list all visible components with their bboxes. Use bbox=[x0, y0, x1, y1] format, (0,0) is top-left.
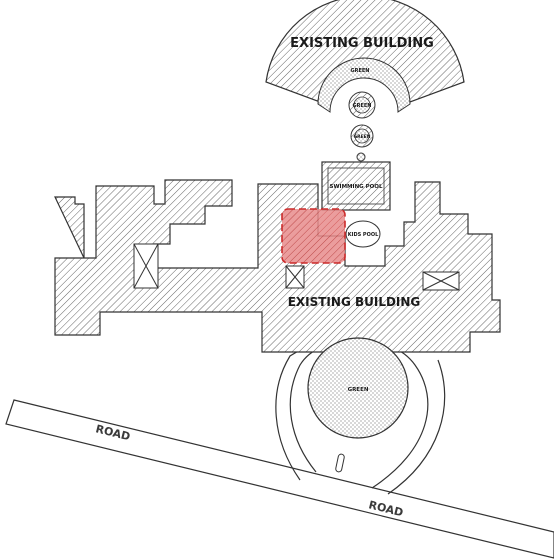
roundabout-green bbox=[307, 337, 409, 439]
existing-building-top-label: EXISTING BUILDING bbox=[290, 36, 434, 51]
green-circles: GREEN GREEN bbox=[348, 91, 376, 162]
arc-building bbox=[265, 0, 465, 103]
arc-green bbox=[317, 57, 411, 113]
swimming-pool-label: SWIMMING POOL bbox=[330, 184, 383, 190]
median-island bbox=[335, 453, 345, 473]
road-loop-outer bbox=[275, 349, 446, 495]
road-network bbox=[5, 338, 554, 559]
void-box-left bbox=[133, 243, 159, 289]
roundabout: GREEN bbox=[307, 337, 409, 473]
green-arc-label: GREEN bbox=[351, 68, 370, 74]
green-roundabout-label: GREEN bbox=[348, 387, 369, 393]
green-circle-2-label: GREEN bbox=[353, 134, 370, 140]
green-circle-1-label: GREEN bbox=[353, 103, 372, 109]
void-box-center bbox=[285, 265, 305, 289]
highlight-area bbox=[281, 208, 346, 264]
kids-pool-label: KIDS POOL bbox=[348, 232, 379, 238]
kids-pool bbox=[345, 220, 381, 248]
main-building: SWIMMING POOL KIDS POOL EXISTING BUILDIN… bbox=[54, 161, 501, 353]
void-box-right bbox=[422, 271, 460, 291]
road-diagonal bbox=[5, 399, 554, 559]
main-building-footprint bbox=[54, 179, 501, 353]
top-building: EXISTING BUILDING GREEN bbox=[265, 0, 465, 113]
existing-building-main-label: EXISTING BUILDING bbox=[288, 295, 421, 309]
green-circle-small bbox=[356, 152, 366, 162]
